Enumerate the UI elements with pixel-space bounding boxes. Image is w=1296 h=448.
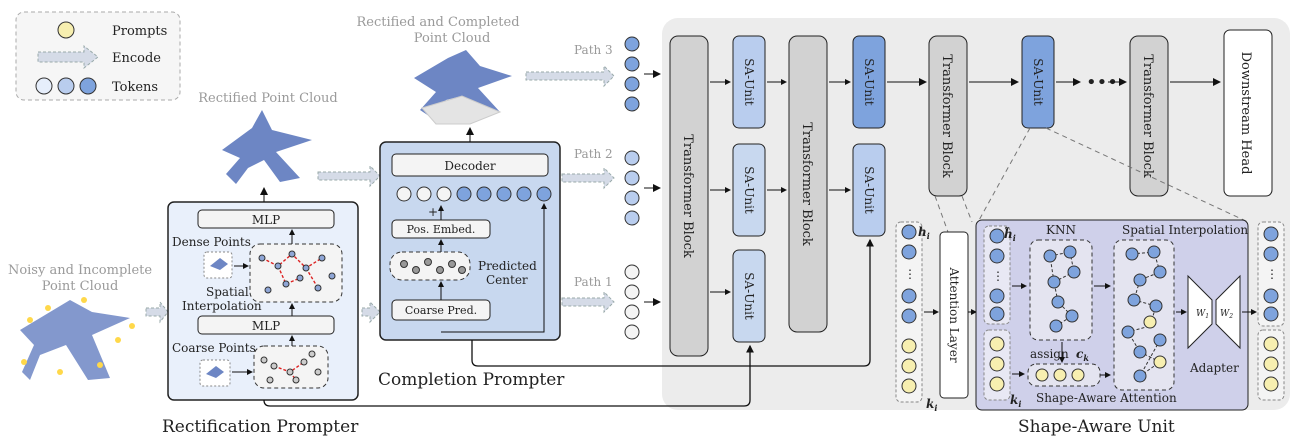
encode-arrow-icon bbox=[37, 44, 99, 70]
shape-aware-unit-title: Shape-Aware Unit bbox=[1018, 417, 1175, 437]
decoder-box bbox=[391, 153, 549, 177]
svg-text:Transformer Block: Transformer Block bbox=[1140, 54, 1155, 178]
svg-text:Decoder: Decoder bbox=[444, 159, 495, 173]
svg-text:SA-Unit: SA-Unit bbox=[862, 58, 876, 106]
svg-text:Point Cloud: Point Cloud bbox=[414, 31, 491, 46]
transformer-block-2 bbox=[788, 35, 828, 333]
noisy-point-cloud-image: Noisy and Incomplete Point Cloud bbox=[8, 263, 152, 380]
legend-tokens-label: Tokens bbox=[112, 80, 158, 95]
legend-encode-label: Encode bbox=[112, 51, 161, 66]
svg-text:Rectified Point Cloud: Rectified Point Cloud bbox=[198, 91, 338, 106]
rectification-prompter: MLP Dense Points Spatial Interpolation M… bbox=[167, 187, 359, 401]
svg-text:⋮: ⋮ bbox=[992, 269, 1004, 283]
svg-text:SA-Unit: SA-Unit bbox=[1031, 58, 1045, 106]
plus-label: + bbox=[428, 205, 438, 219]
predicted-center-box bbox=[389, 251, 471, 281]
predicted-center-label-1: Predicted bbox=[478, 259, 537, 273]
svg-text:Downstream Head: Downstream Head bbox=[1238, 52, 1253, 175]
mlp-bottom-box bbox=[197, 315, 335, 335]
svg-text:SA-Unit: SA-Unit bbox=[742, 58, 756, 106]
knn-label: KNN bbox=[1046, 223, 1076, 237]
sa-unit-1 bbox=[732, 35, 766, 129]
path-1-label: Path 1 bbox=[574, 275, 613, 289]
completion-prompter: Decoder + Pos. Embed. Predicted Center C… bbox=[379, 127, 561, 341]
svg-text:Adapter: Adapter bbox=[1189, 361, 1239, 375]
svg-text:h̃i: h̃i bbox=[1004, 226, 1016, 243]
sa-unit-3 bbox=[732, 249, 766, 343]
transformer-block-4 bbox=[1129, 35, 1169, 197]
svg-text:Transformer Block: Transformer Block bbox=[939, 54, 954, 178]
svg-text:Transformer Block: Transformer Block bbox=[680, 134, 695, 258]
svg-text:MLP: MLP bbox=[252, 213, 280, 227]
coarse-points-box bbox=[253, 345, 329, 389]
attention-layer bbox=[939, 231, 969, 399]
downstream-head bbox=[1223, 29, 1273, 197]
backbone: Transformer Block SA-Unit SA-Unit SA-Uni… bbox=[669, 29, 1273, 357]
svg-text:Attention Layer: Attention Layer bbox=[947, 266, 961, 362]
path-3-label: Path 3 bbox=[574, 43, 613, 57]
transformer-block-3 bbox=[928, 35, 968, 197]
completion-prompter-title: Completion Prompter bbox=[378, 370, 565, 390]
token-icon bbox=[57, 77, 75, 95]
spatial-interp-label: Spatial Interpolation bbox=[1122, 223, 1248, 237]
sa-unit-detail: ⋮ hi ki Attention Layer ⋮ h̃i ki KNN Spa… bbox=[895, 219, 1285, 413]
adapter: W1 W2 Adapter bbox=[1187, 274, 1241, 375]
spatial-interp-label-2: Interpolation bbox=[182, 299, 262, 313]
svg-text:ki: ki bbox=[1010, 393, 1021, 409]
svg-text:⋮: ⋮ bbox=[904, 267, 916, 281]
dense-points-box bbox=[249, 243, 343, 303]
transformer-block-1 bbox=[669, 35, 709, 357]
svg-text:Point Cloud: Point Cloud bbox=[42, 279, 119, 294]
path-labels: Path 3 Path 2 Path 1 bbox=[574, 43, 613, 289]
svg-text:W1: W1 bbox=[1196, 309, 1209, 320]
svg-text:SA-Unit: SA-Unit bbox=[742, 166, 756, 214]
sa-unit-4 bbox=[852, 35, 886, 129]
rectification-prompter-title: Rectification Prompter bbox=[162, 417, 359, 437]
token-icon bbox=[79, 77, 97, 95]
predicted-center-label-2: Center bbox=[486, 273, 528, 287]
ellipsis: ••• bbox=[1086, 72, 1118, 93]
encode-arrows bbox=[145, 64, 615, 324]
svg-text:SA-Unit: SA-Unit bbox=[742, 272, 756, 320]
dense-points-label: Dense Points bbox=[172, 235, 251, 249]
svg-text:hi: hi bbox=[918, 225, 930, 241]
svg-text:Noisy and Incomplete: Noisy and Incomplete bbox=[8, 263, 152, 278]
path-tokens bbox=[624, 36, 640, 340]
token-icon bbox=[35, 77, 53, 95]
svg-text:Transformer Block: Transformer Block bbox=[799, 122, 814, 246]
mlp-top-box bbox=[197, 209, 335, 229]
svg-text:Pos. Embed.: Pos. Embed. bbox=[407, 223, 476, 236]
path-2-label: Path 2 bbox=[574, 147, 613, 161]
shape-aware-attention-label: Shape-Aware Attention bbox=[1036, 391, 1177, 405]
svg-text:Rectified and Completed: Rectified and Completed bbox=[356, 15, 519, 30]
legend-prompts-label: Prompts bbox=[112, 24, 167, 39]
svg-text:ck: ck bbox=[1076, 347, 1089, 363]
sa-unit-2 bbox=[732, 143, 766, 237]
svg-text:W2: W2 bbox=[1220, 309, 1233, 320]
rectified-point-cloud-image: Rectified Point Cloud bbox=[198, 91, 338, 184]
assign-label: assign bbox=[1030, 347, 1069, 361]
coarse-points-label: Coarse Points bbox=[172, 341, 256, 355]
svg-text:Coarse Pred.: Coarse Pred. bbox=[405, 304, 477, 317]
completed-point-cloud-image: Rectified and Completed Point Cloud bbox=[356, 15, 520, 125]
sa-unit-6 bbox=[1021, 35, 1055, 129]
prompt-token-icon bbox=[57, 21, 75, 39]
legend: Prompts Encode Tokens bbox=[15, 11, 181, 101]
sa-unit-5 bbox=[852, 143, 886, 237]
spatial-interp-box bbox=[1113, 239, 1175, 391]
spatial-interp-label-1: Spatial bbox=[206, 285, 249, 299]
svg-text:SA-Unit: SA-Unit bbox=[862, 166, 876, 214]
svg-text:MLP: MLP bbox=[252, 319, 280, 333]
svg-text:⋮: ⋮ bbox=[1266, 267, 1278, 281]
svg-text:ki: ki bbox=[926, 397, 937, 413]
